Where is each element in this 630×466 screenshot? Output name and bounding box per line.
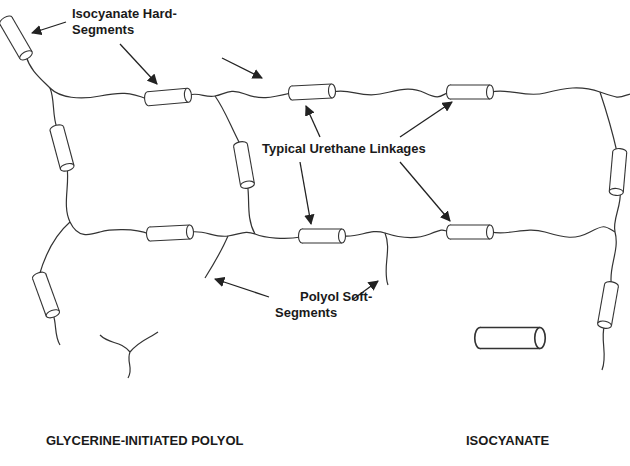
isocyanate-cylinder xyxy=(49,123,75,172)
isocyanate-cylinder xyxy=(447,85,494,99)
isocyanate-cylinder xyxy=(288,84,336,100)
polyol-chains xyxy=(26,56,630,370)
polyol-chain xyxy=(66,167,149,235)
legend-label: ISOCYANATE xyxy=(466,433,549,449)
legend-polyol-sample xyxy=(100,332,158,378)
leader-arrow xyxy=(215,279,269,297)
callout-label: Isocyanate Hard-Segments xyxy=(72,6,182,38)
legend-isocyanate-sample xyxy=(475,328,546,349)
isocyanate-cylinders xyxy=(0,14,627,329)
label-slot: Isocyanate Hard-Segments xyxy=(72,6,182,38)
polyol-chain xyxy=(491,227,615,238)
polyol-chain xyxy=(248,185,256,234)
leader-arrow xyxy=(300,162,311,224)
leader-arrow xyxy=(306,106,320,137)
legend-label: GLYCERINE-INITIATED POLYOL xyxy=(46,433,243,449)
polyol-chain xyxy=(53,314,60,345)
legend-entry: GLYCERINE-INITIATED POLYOL xyxy=(46,431,243,449)
isocyanate-cylinder xyxy=(146,225,194,241)
label-slot: Polyol Soft-Segments xyxy=(275,289,387,321)
callout-label: Typical Urethane Linkages xyxy=(262,141,426,157)
polyol-chain xyxy=(191,232,301,239)
isocyanate-cylinder xyxy=(31,271,60,320)
polyol-chain xyxy=(600,92,617,152)
polyol-chain xyxy=(333,89,449,97)
polyol-chain xyxy=(343,230,449,238)
leader-arrows xyxy=(32,22,452,300)
polyol-chain xyxy=(491,88,630,97)
polyol-chain xyxy=(614,192,620,232)
isocyanate-cylinder xyxy=(0,14,34,62)
polyol-chain xyxy=(26,56,147,99)
polyol-chain xyxy=(385,233,388,285)
label-slot: Typical Urethane Linkages xyxy=(262,141,426,157)
callout-label: Polyol Soft-Segments xyxy=(275,289,387,321)
isocyanate-cylinder xyxy=(299,229,346,243)
polyol-chain xyxy=(39,222,70,276)
polyol-chain xyxy=(215,96,241,145)
legend-entry: ISOCYANATE xyxy=(466,431,549,449)
polyol-chain xyxy=(602,325,605,370)
isocyanate-cylinder xyxy=(233,141,255,190)
isocyanate-cylinder xyxy=(609,148,627,196)
isocyanate-cylinder xyxy=(447,225,494,239)
leader-arrow xyxy=(400,102,452,137)
leader-arrow xyxy=(120,44,157,84)
polyol-chain xyxy=(189,91,291,97)
leader-arrow xyxy=(400,162,450,221)
isocyanate-cylinder xyxy=(144,88,192,106)
polyol-chain xyxy=(611,232,616,285)
isocyanate-cylinder xyxy=(597,281,619,330)
leader-arrow xyxy=(32,22,66,33)
leader-arrow xyxy=(222,58,262,78)
polyol-chain xyxy=(205,236,228,278)
polyol-chain xyxy=(50,88,57,128)
